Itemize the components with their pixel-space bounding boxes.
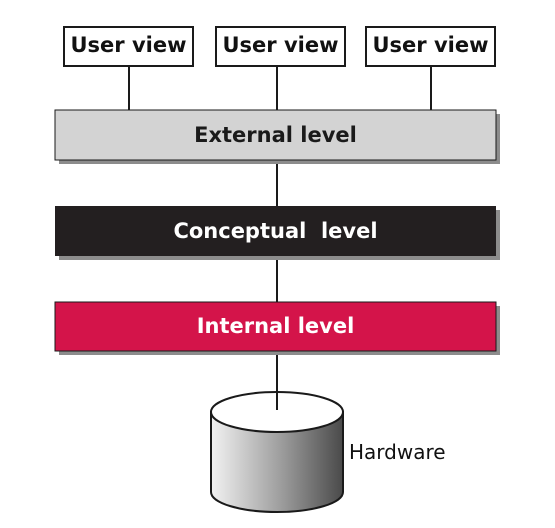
hardware-label: Hardware — [349, 440, 446, 464]
user-view-box-1: User view — [63, 26, 194, 67]
internal-level-label: Internal level — [197, 314, 355, 338]
hardware-cylinder-icon — [210, 391, 344, 513]
conceptual-level-rect — [55, 206, 496, 256]
conceptual-level-box: Conceptual level — [55, 206, 500, 260]
internal-level-rect — [54, 301, 497, 352]
external-level-label: External level — [194, 123, 357, 147]
user-view-label-2: User view — [223, 33, 339, 57]
conceptual-level-label: Conceptual level — [173, 219, 377, 243]
cylinder-body — [210, 411, 344, 513]
user-view-box-3: User view — [365, 26, 496, 67]
internal-level-box: Internal level — [54, 301, 500, 355]
connectors — [128, 66, 432, 410]
user-view-label-1: User view — [71, 33, 187, 57]
user-view-label-3: User view — [373, 33, 489, 57]
external-level-rect — [54, 109, 497, 161]
external-level-box: External level — [54, 109, 500, 164]
user-view-box-2: User view — [215, 26, 346, 67]
